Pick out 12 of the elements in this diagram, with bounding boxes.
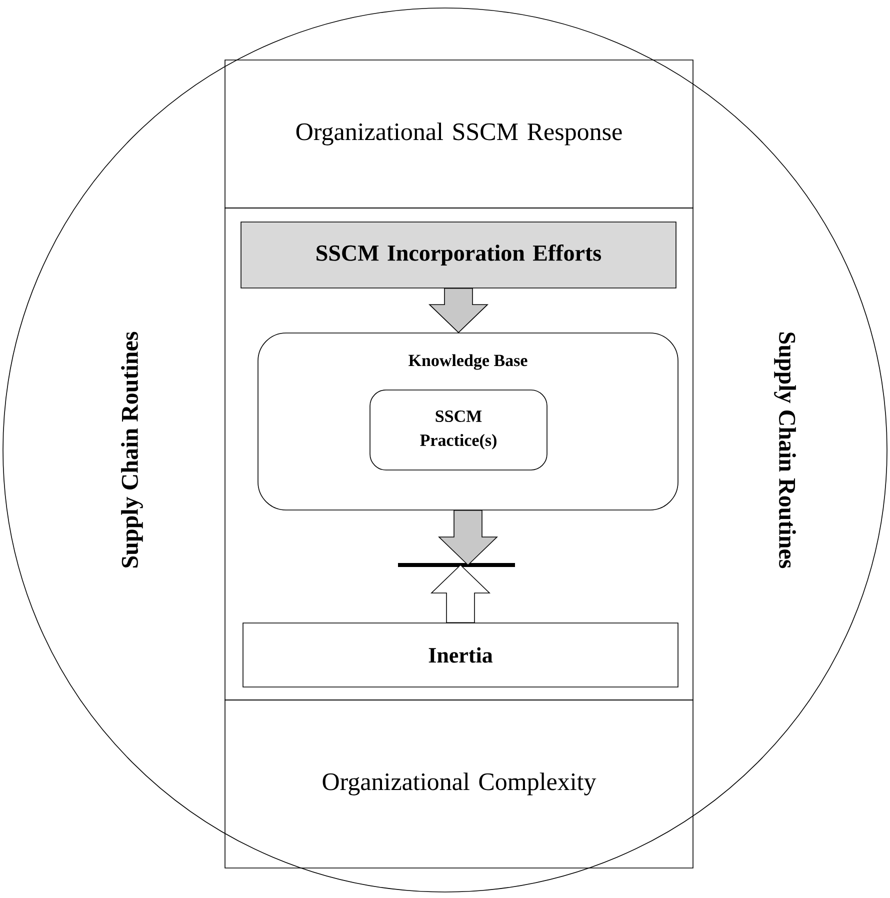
- side-label: Supply Chain Routines: [774, 332, 796, 568]
- side-label: Supply Chain Routines: [121, 332, 143, 568]
- block-arrow: [430, 564, 490, 623]
- band: [224, 208, 694, 700]
- rounded-box: SSCM Practice(s): [370, 390, 548, 470]
- process-box: Inertia: [242, 622, 678, 688]
- process-box: SSCM Incorporation Efforts: [240, 222, 676, 288]
- text-band: Organizational SSCM Response: [224, 60, 694, 208]
- block-arrow: [428, 288, 488, 334]
- text-band: Organizational Complexity: [224, 700, 694, 868]
- barrier-bar: [398, 563, 515, 567]
- block-arrow: [438, 510, 498, 566]
